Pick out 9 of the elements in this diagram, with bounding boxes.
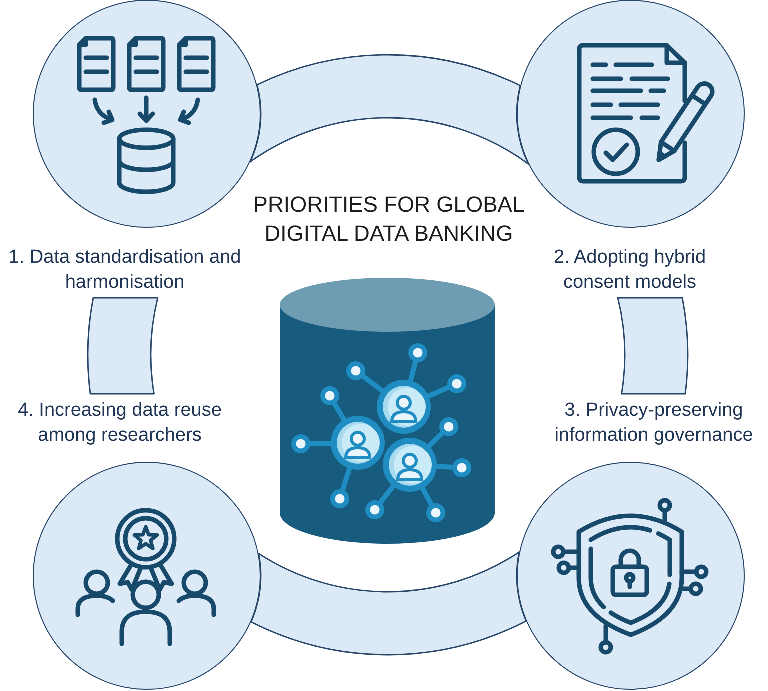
priority-label: 2. Adopting hybrid consent models — [552, 246, 708, 294]
ring-band-connector — [87, 297, 159, 395]
priority-label: 1. Data standardisation and harmonisation — [8, 246, 242, 294]
ring-band-connector — [250, 551, 528, 656]
priority-label: 4. Increasing data reuse among researchers — [17, 398, 223, 448]
diagram-title: PRIORITIES FOR GLOBAL DIGITAL DATA BANKING — [252, 191, 526, 248]
ring-band-connector — [250, 54, 530, 165]
ring-band-connector — [617, 297, 689, 395]
priority-label: 3. Privacy-preserving information governance — [554, 398, 754, 448]
